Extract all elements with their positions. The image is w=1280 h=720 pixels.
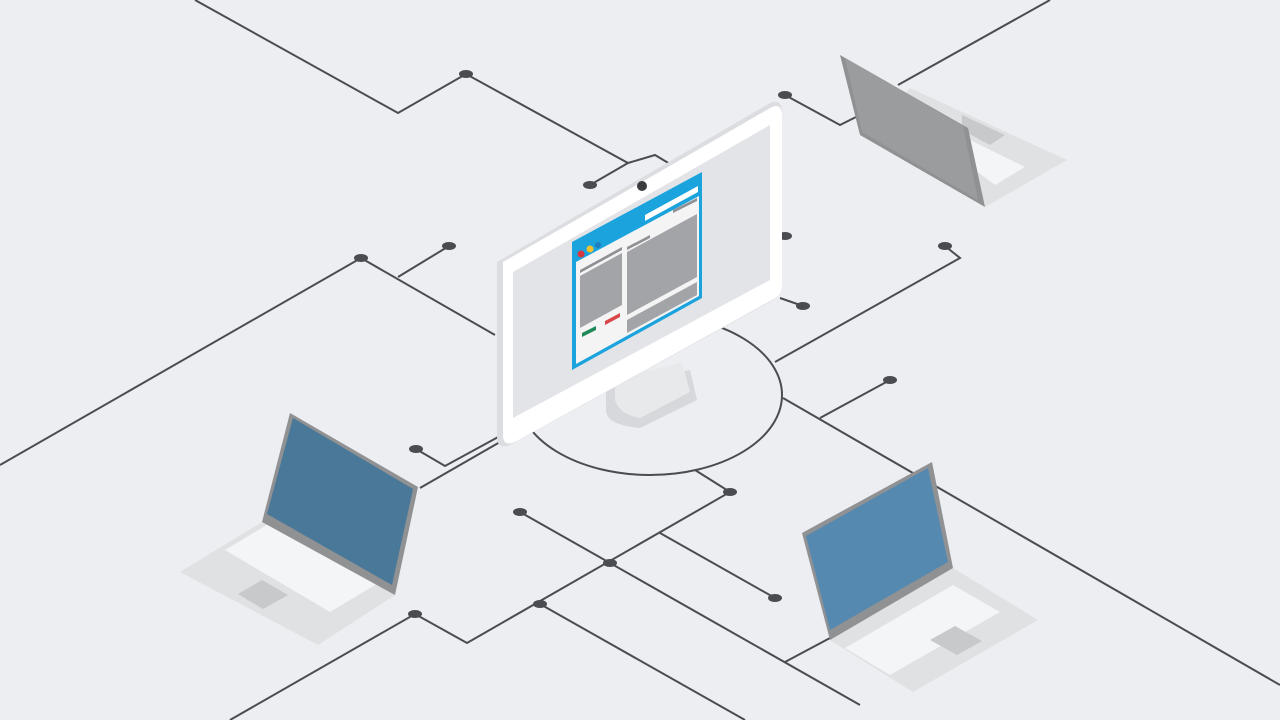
laptop-icon: [802, 462, 1038, 692]
app-window: [572, 172, 702, 370]
laptop-icon: [180, 413, 418, 645]
laptop-icon: [840, 55, 1067, 207]
desktop-monitor-icon: [497, 101, 782, 447]
